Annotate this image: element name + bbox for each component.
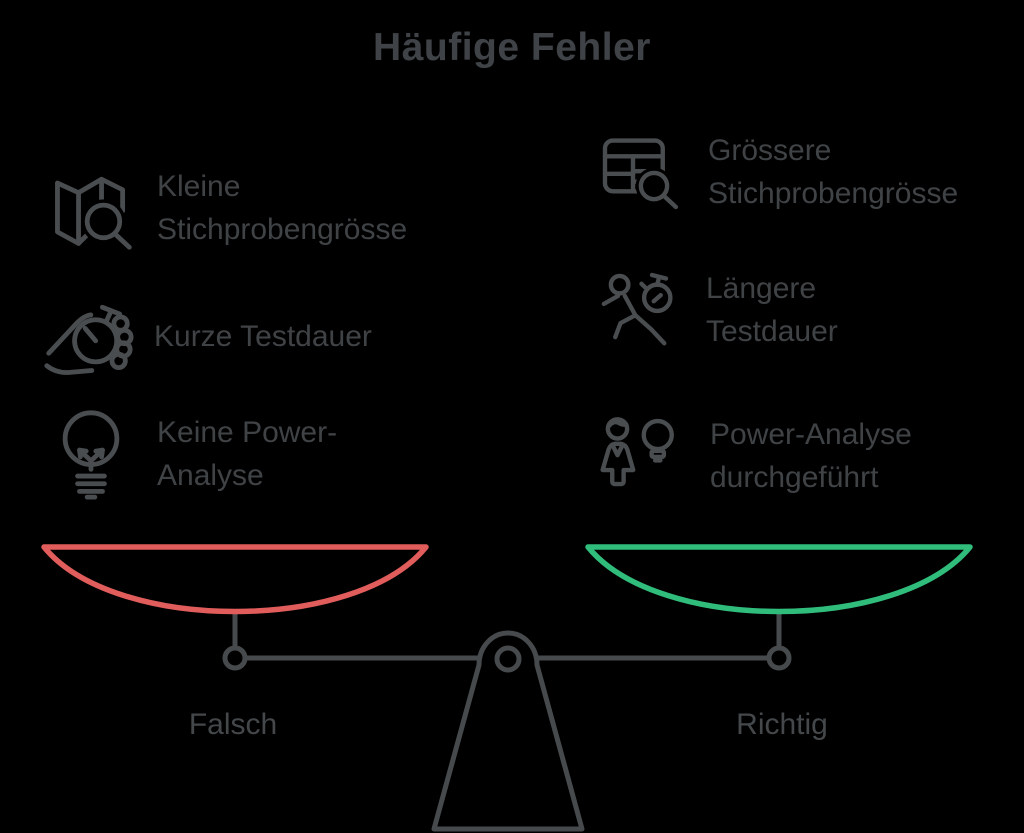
item-label-line: Testdauer [706, 315, 838, 348]
item-label-line: Analyse [157, 459, 264, 492]
runner-stopwatch-icon [596, 268, 680, 352]
person-bulb-icon [600, 414, 684, 498]
item-label-line: Längere [706, 272, 817, 305]
list-item-larger-sample-size: Grössere Stichprobengrösse [598, 126, 958, 218]
item-label-line: Power-Analyse [710, 418, 912, 451]
right-hanger-circle [766, 645, 792, 671]
page-title: Häufige Fehler [373, 26, 651, 69]
right-pan-label: Richtig [736, 708, 828, 741]
list-item-longer-test-duration: Längere Testdauer [596, 264, 838, 356]
item-label-line: Stichprobengrösse [708, 177, 959, 210]
hand-stopwatch-icon [42, 290, 134, 382]
item-label: Längere Testdauer [706, 267, 838, 353]
list-item-power-analysis-done: Power-Analyse durchgeführt [600, 410, 912, 502]
item-label: Kleine Stichprobengrösse [157, 165, 407, 251]
item-label: Power-Analyse durchgeführt [710, 413, 912, 499]
list-item-no-power-analysis: Keine Power- Analyse [45, 408, 337, 500]
pivot-circle [494, 645, 522, 673]
item-label-line: Kurze Testdauer [154, 319, 372, 353]
item-label: Kurze Testdauer [154, 315, 372, 358]
left-pan-label: Falsch [188, 708, 278, 741]
list-item-short-test-duration: Kurze Testdauer [42, 290, 372, 382]
list-item-small-sample-size: Kleine Stichprobengrösse [45, 162, 407, 254]
item-label-line: Kleine [157, 170, 241, 203]
scale-pedestal [431, 630, 585, 832]
item-label: Grössere Stichprobengrösse [708, 129, 958, 215]
item-label-line: Keine Power- [157, 416, 338, 449]
left-hanger-circle [222, 645, 248, 671]
item-label-line: durchgeführt [710, 461, 879, 494]
item-label: Keine Power- Analyse [157, 411, 337, 497]
lightbulb-icon [45, 408, 137, 500]
left-bowl [41, 544, 429, 615]
table-magnifier-icon [598, 130, 682, 214]
map-magnifier-icon [45, 162, 137, 254]
item-label-line: Grössere [708, 134, 832, 167]
right-bowl [585, 544, 973, 615]
item-label-line: Stichprobengrösse [157, 213, 408, 246]
